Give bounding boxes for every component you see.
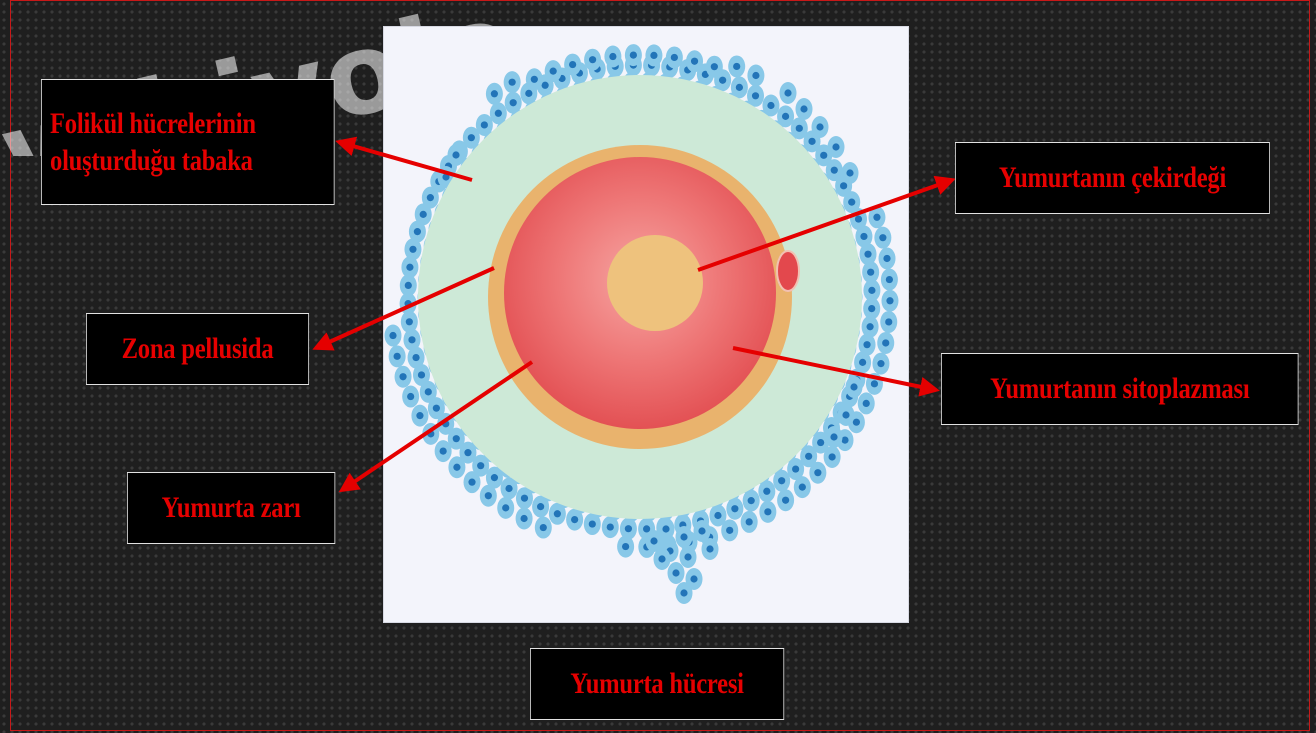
label-egg-membrane: Yumurta zarı: [127, 472, 335, 544]
follicle-cell: [384, 325, 401, 347]
follicle-cell: [505, 92, 522, 114]
polar-body: [777, 251, 799, 291]
follicle-cell: [809, 462, 826, 484]
follicle-cell: [868, 206, 885, 228]
follicle-cell: [480, 485, 497, 507]
follicle-cell: [516, 487, 533, 509]
follicle-cell: [497, 497, 514, 519]
follicle-cell: [863, 279, 880, 301]
follicle-cell: [773, 470, 790, 492]
follicle-cell: [411, 405, 428, 427]
follicle-cell: [504, 71, 521, 93]
diagram-title: Yumurta hücresi: [530, 648, 784, 720]
follicle-cell: [702, 538, 719, 560]
follicle-cell: [747, 64, 764, 86]
follicle-cell: [794, 476, 811, 498]
label-egg-cytoplasm: Yumurtanın sitoplazması: [941, 353, 1299, 425]
follicle-cell: [526, 68, 543, 90]
follicle-cell: [877, 332, 894, 354]
follicle-cell: [726, 498, 743, 520]
follicle-cell: [743, 490, 760, 512]
follicle-cell: [812, 116, 829, 138]
follicle-cell: [584, 513, 601, 535]
egg-cell-svg: [384, 27, 908, 622]
follicle-cell: [686, 50, 703, 72]
follicle-cell: [604, 46, 621, 68]
follicle-cell: [676, 526, 693, 548]
follicle-cell: [490, 102, 507, 124]
follicle-cell: [706, 56, 723, 78]
follicle-cell: [666, 46, 683, 68]
follicle-cell: [566, 509, 583, 531]
follicle-cell: [532, 496, 549, 518]
follicle-cell: [668, 562, 685, 584]
follicle-cell: [879, 247, 896, 269]
label-follicle-line2: oluşturduğu tabaka: [50, 142, 253, 180]
follicle-cell: [435, 440, 452, 462]
follicle-cell: [741, 511, 758, 533]
follicle-cell: [858, 392, 875, 414]
follicle-cell: [881, 290, 898, 312]
follicle-cell: [826, 426, 843, 448]
follicle-cell: [422, 423, 439, 445]
follicle-cell: [464, 471, 481, 493]
follicle-cell: [535, 517, 552, 539]
label-follicle-line1: Folikül hücrelerinin: [50, 105, 256, 143]
follicle-cell: [516, 508, 533, 530]
follicle-cell: [759, 501, 776, 523]
follicle-cell: [842, 162, 859, 184]
follicle-cell: [758, 480, 775, 502]
follicle-cell: [880, 311, 897, 333]
follicle-cell: [874, 227, 891, 249]
follicle-cell: [676, 582, 693, 604]
follicle-cell: [584, 49, 601, 71]
follicle-cell: [846, 376, 863, 398]
follicle-cell: [866, 373, 883, 395]
egg-cell-illustration: [383, 26, 909, 623]
follicle-cell: [602, 516, 619, 538]
label-egg-nucleus: Yumurtanın çekirdeği: [955, 142, 1270, 214]
follicle-cell: [564, 54, 581, 76]
follicle-cell: [617, 536, 634, 558]
follicle-cell: [680, 546, 697, 568]
follicle-cell: [389, 345, 406, 367]
follicle-cell: [881, 269, 898, 291]
label-zona-pellucida: Zona pellusida: [86, 313, 309, 385]
label-follicle-layer: Folikül hücrelerinin oluşturduğu tabaka: [41, 79, 335, 205]
follicle-cell: [796, 98, 813, 120]
follicle-cell: [448, 456, 465, 478]
follicle-cell: [476, 114, 493, 136]
follicle-cell: [645, 44, 662, 66]
follicle-cell: [549, 503, 566, 525]
follicle-cell: [731, 76, 748, 98]
follicle-cell: [824, 446, 841, 468]
follicle-cell: [780, 82, 797, 104]
follicle-cell: [728, 55, 745, 77]
follicle-cell: [625, 44, 642, 66]
follicle-cell: [545, 60, 562, 82]
follicle-cell: [872, 353, 889, 375]
follicle-cell: [395, 366, 412, 388]
follicle-cell: [654, 548, 671, 570]
egg-nucleus: [607, 235, 703, 331]
follicle-cell: [838, 404, 855, 426]
follicle-cell: [747, 85, 764, 107]
follicle-cell: [486, 83, 503, 105]
follicle-cell: [402, 386, 419, 408]
follicle-cell: [777, 489, 794, 511]
follicle-cell: [828, 136, 845, 158]
follicle-cell: [762, 94, 779, 116]
follicle-cell: [448, 144, 465, 166]
follicle-cell: [501, 478, 518, 500]
follicle-cell: [721, 519, 738, 541]
